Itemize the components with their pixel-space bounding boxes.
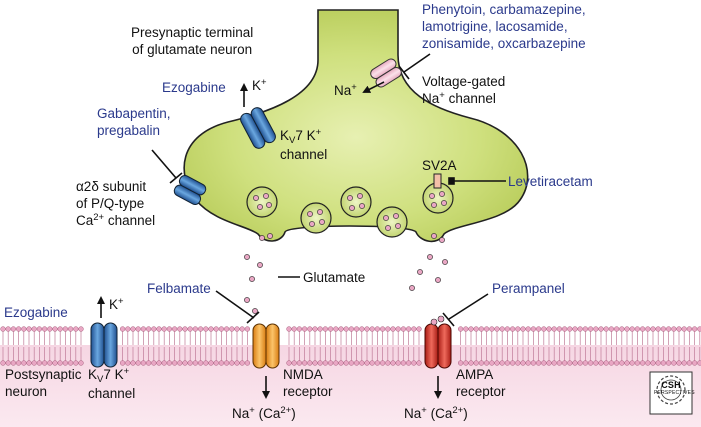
nmda-line-1: NMDA <box>283 367 323 382</box>
kv7-top-channel: channel <box>280 147 328 162</box>
postsynaptic-line-1: Postsynaptic <box>5 367 82 382</box>
kv7-bottom-k: K <box>88 367 98 382</box>
na-channel-label: Voltage-gated Na+ channel <box>422 73 505 109</box>
terminal-title-line-2: of glutamate neuron <box>132 42 253 57</box>
ampa-na-charge: + <box>421 405 427 416</box>
vesicle <box>246 186 278 218</box>
gabapentin-inhibition <box>151 149 183 184</box>
ca-channel <box>173 174 207 206</box>
na-charge: + <box>439 90 445 101</box>
na-channel-word: channel <box>444 91 496 106</box>
felbamate-inhibition <box>215 290 260 324</box>
glutamate-label: Glutamate <box>303 270 366 285</box>
vesicle <box>340 186 372 218</box>
logo-text-main: CSH <box>661 380 681 390</box>
nmda-line-2: receptor <box>283 384 333 399</box>
levetiracetam-label: Levetiracetam <box>508 174 593 189</box>
ezogabine-top-label: Ezogabine <box>162 80 226 95</box>
perampanel-label: Perampanel <box>492 281 565 296</box>
na-drugs-line-2: lamotrigine, lacosamide, <box>422 19 568 34</box>
ampa-ca-charge: 2+ <box>452 405 464 416</box>
ca-symbol: Ca <box>76 213 94 228</box>
na-influx-arrow <box>362 81 385 93</box>
felbamate-label: Felbamate <box>147 281 211 296</box>
logo-text: CSH PERSPECTIVES <box>654 380 695 396</box>
ampa-ions-label: Na+ (Ca2+) <box>404 405 468 424</box>
na-drugs-line-3: zonisamide, oxcarbazepine <box>422 36 586 51</box>
nmda-close-paren: ) <box>291 406 296 421</box>
nmda-na-charge: + <box>249 405 255 416</box>
kv7-bottom-channel: channel <box>88 386 136 401</box>
kv7-top-v: V <box>289 135 296 146</box>
nmda-ca: (Ca <box>254 406 281 421</box>
k-ion-top-label: K+ <box>252 77 267 96</box>
na-drugs-line-1: Phenytoin, carbamazepine, <box>422 2 586 17</box>
ca-charge: 2+ <box>93 212 105 223</box>
ampa-line-1: AMPA <box>456 367 494 382</box>
ezogabine-bottom-label: Ezogabine <box>4 305 68 320</box>
ampa-na: Na <box>404 406 422 421</box>
na-drugs-label: Phenytoin, carbamazepine, lamotrigine, l… <box>422 1 586 52</box>
vesicle <box>300 202 332 234</box>
k-symbol-top: K <box>252 78 262 93</box>
k-ion-bottom-label: K+ <box>109 296 124 315</box>
ca-channel-line-1: α2δ subunit <box>76 179 147 194</box>
na-channel-line-1: Voltage-gated <box>422 74 506 89</box>
na-symbol: Na <box>422 91 440 106</box>
k-charge-bottom: + <box>118 296 124 307</box>
nmda-receptor <box>252 323 280 369</box>
nmda-label: NMDA receptor <box>283 366 333 400</box>
ampa-ca: (Ca <box>426 406 453 421</box>
terminal-title-line-1: Presynaptic terminal <box>131 25 254 40</box>
synaptic-vesicles <box>246 173 454 238</box>
csh-logo <box>649 371 693 415</box>
postsynaptic-label: Postsynaptic neuron <box>5 366 82 400</box>
kv7-top-plus: + <box>315 127 322 138</box>
na-ion-symbol: Na <box>334 83 352 98</box>
ampa-close-paren: ) <box>463 406 468 421</box>
ampa-receptor <box>424 315 452 369</box>
sv2a-protein <box>433 173 442 189</box>
kv7-bottom-plus: + <box>123 366 130 377</box>
gabapentin-line-2: pregabalin <box>97 123 161 138</box>
ca-channel-word: channel <box>104 213 156 228</box>
vesicle <box>422 182 454 214</box>
kv7-bottom-7k: 7 K <box>103 367 124 382</box>
na-drug-inhibition <box>398 53 431 80</box>
perampanel-inhibition <box>442 293 489 327</box>
nmda-ca-charge: 2+ <box>280 405 292 416</box>
ampa-line-2: receptor <box>456 384 506 399</box>
ca-channel-line-2: of P/Q-type <box>76 196 145 211</box>
nmda-ions-label: Na+ (Ca2+) <box>232 405 296 424</box>
k-symbol-bottom: K <box>109 297 119 312</box>
na-ion-charge: + <box>351 82 357 93</box>
ca-channel-label: α2δ subunit of P/Q-type Ca2+ channel <box>76 178 155 231</box>
k-charge-top: + <box>261 77 267 88</box>
postsynaptic-line-2: neuron <box>5 384 48 399</box>
sv2a-label: SV2A <box>422 158 457 173</box>
nmda-na: Na <box>232 406 250 421</box>
na-ion-label: Na+ <box>334 82 357 101</box>
released-glutamate <box>244 233 448 314</box>
kv7-bottom-v: V <box>97 374 104 385</box>
ampa-label: AMPA receptor <box>456 366 506 400</box>
gabapentin-line-1: Gabapentin, <box>97 106 171 121</box>
kv7-top-k: K <box>280 128 290 143</box>
logo-text-sub: PERSPECTIVES <box>654 390 695 396</box>
gabapentin-label: Gabapentin, pregabalin <box>97 105 171 139</box>
levetiracetam-inhibition <box>448 177 506 185</box>
kv7-top-label: KV7 K+ channel <box>280 127 327 163</box>
kv7-bottom-label: KV7 K+ channel <box>88 366 135 402</box>
kv7-channel-presynaptic <box>240 107 276 149</box>
kv7-channel-postsynaptic <box>90 322 118 368</box>
postsynaptic-membrane <box>0 326 701 366</box>
vesicle <box>376 206 408 238</box>
terminal-title: Presynaptic terminal of glutamate neuron <box>131 24 253 58</box>
kv7-top-7k: 7 K <box>295 128 316 143</box>
